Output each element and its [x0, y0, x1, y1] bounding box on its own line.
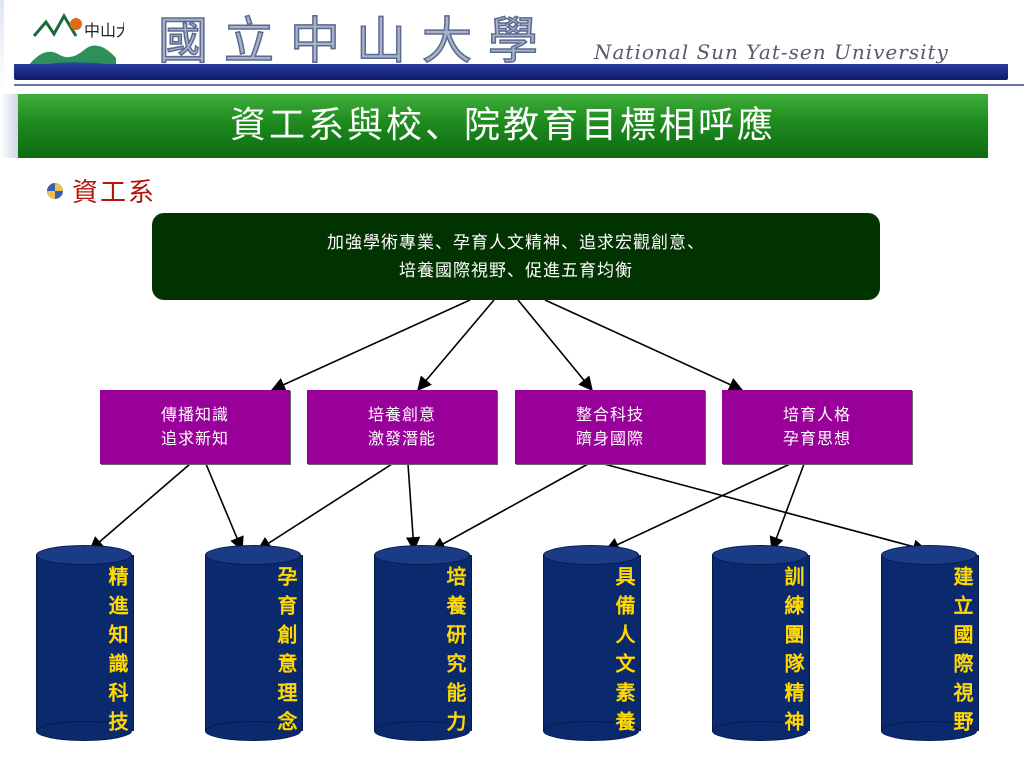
- middle-box-2-line2: 激發潛能: [367, 429, 436, 448]
- outcome-cylinder-5: 訓練團隊精神: [712, 545, 810, 741]
- middle-box-2-line1: 培養創意: [367, 405, 436, 424]
- cylinder-bottom: [205, 721, 301, 741]
- header-left-strip: [0, 0, 4, 92]
- middle-box-1: 傳播知識 追求新知: [100, 390, 290, 464]
- outcome-label-1: 精進知識科技: [105, 566, 129, 740]
- outcome-cylinder-1: 精進知識科技: [36, 545, 134, 741]
- cylinder-top: [881, 545, 977, 565]
- middle-box-4: 培育人格 孕育思想: [722, 390, 912, 464]
- section-label: 資工系: [72, 178, 157, 208]
- logo-text: 中山大學: [84, 21, 124, 40]
- banner-shade: [0, 94, 18, 158]
- header-rule: [14, 84, 1024, 86]
- arrow-m1-to-o2: [205, 463, 244, 552]
- middle-box-4-line1: 培育人格: [782, 405, 851, 424]
- university-name-en: National Sun Yat-sen University: [594, 40, 949, 64]
- bullet-icon: [47, 183, 63, 199]
- middle-box-1-line1: 傳播知識: [160, 405, 229, 424]
- arrow-m4-to-o4: [604, 463, 791, 552]
- cylinder-body: [712, 555, 810, 731]
- cylinder-top: [374, 545, 470, 565]
- outcome-label-3: 培養研究能力: [443, 566, 467, 740]
- cylinder-top: [36, 545, 132, 565]
- outcome-cylinder-3: 培養研究能力: [374, 545, 472, 741]
- outcome-label-2: 孕育創意理念: [274, 566, 298, 740]
- middle-box-4-line2: 孕育思想: [782, 429, 851, 448]
- cylinder-bottom: [881, 721, 977, 741]
- outcome-cylinder-6: 建立國際視野: [881, 545, 979, 741]
- arrow-goal-to-middle-4: [544, 299, 744, 392]
- cylinder-body: [881, 555, 979, 731]
- cylinder-body: [205, 555, 303, 731]
- outcome-label-4: 具備人文素養: [612, 566, 636, 740]
- outcome-label-6: 建立國際視野: [950, 566, 974, 740]
- slide-title: 資工系與校、院教育目標相呼應: [18, 94, 988, 158]
- arrow-m3-to-o3: [430, 463, 589, 551]
- cylinder-top: [712, 545, 808, 565]
- goal-line-2: 培養國際視野、促進五育均衡: [399, 260, 633, 281]
- cylinder-body: [374, 555, 472, 731]
- arrow-m2-to-o3: [405, 463, 421, 552]
- middle-box-2: 培養創意 激發潛能: [307, 390, 497, 464]
- cylinder-bottom: [543, 721, 639, 741]
- arrow-m1-to-o1: [88, 463, 191, 551]
- goal-box: 加強學術專業、孕育人文精神、追求宏觀創意、 培養國際視野、促進五育均衡: [152, 213, 880, 300]
- outcome-cylinder-2: 孕育創意理念: [205, 545, 303, 741]
- cylinder-body: [36, 555, 134, 731]
- arrow-m3-to-o6: [603, 463, 928, 554]
- cylinder-bottom: [36, 721, 132, 741]
- arrow-m4-to-o5: [769, 463, 805, 552]
- cylinder-top: [543, 545, 639, 565]
- middle-box-1-line2: 追求新知: [160, 429, 229, 448]
- middle-box-3-line2: 躋身國際: [575, 429, 644, 448]
- arrow-goal-to-middle-1: [270, 299, 471, 392]
- cylinder-bottom: [712, 721, 808, 741]
- cylinder-body: [543, 555, 641, 731]
- arrow-goal-to-middle-3: [517, 299, 593, 392]
- cylinder-bottom: [374, 721, 470, 741]
- outcome-cylinder-4: 具備人文素養: [543, 545, 641, 741]
- arrow-goal-to-middle-2: [417, 299, 495, 392]
- cylinder-top: [205, 545, 301, 565]
- goal-line-1: 加強學術專業、孕育人文精神、追求宏觀創意、: [327, 232, 705, 253]
- middle-box-3-line1: 整合科技: [575, 405, 644, 424]
- arrow-m2-to-o2: [256, 463, 393, 551]
- outcome-label-5: 訓練團隊精神: [781, 566, 805, 740]
- header-bar: [14, 64, 1008, 80]
- university-name-zh: 國立中山大學: [157, 11, 554, 71]
- middle-box-3: 整合科技 躋身國際: [515, 390, 705, 464]
